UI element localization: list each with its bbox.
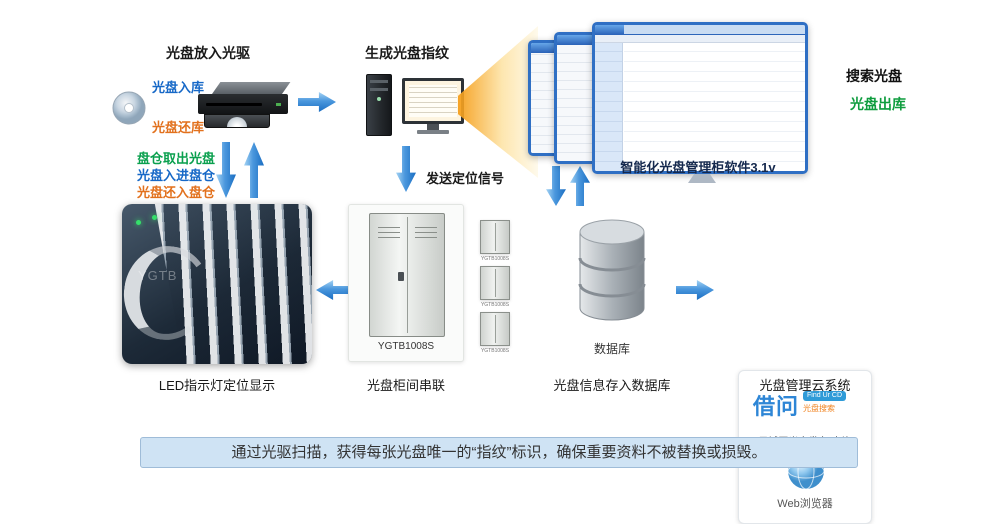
arrow-drive-to-computer [298,92,336,112]
mini-cabinet: YGTB1008S [472,266,518,308]
bin-action-labels: 盘仓取出光盘 光盘入进盘仓 光盘还入盘仓 [130,150,222,201]
cabinet-model-label: YGTB1008S [377,341,435,352]
disc-cabinet: YGTB1008S [348,204,464,362]
software-name-label: 智能化光盘管理柜软件3.1v [620,160,776,175]
computer-workstation [366,72,476,142]
led-photo: YGTB [122,204,312,364]
bin-out-label: 盘仓取出光盘 [136,151,215,166]
step1-title: 光盘放入光驱 [166,45,250,61]
bin-in-label: 光盘入进盘仓 [136,168,215,183]
step2-title: 生成光盘指纹 [365,45,449,61]
database-icon [578,219,646,321]
arrow-db-to-cloud [676,280,714,300]
disc-drive [198,82,291,128]
database-graphic [560,212,664,335]
web-browser-label: Web浏览器 [777,498,833,510]
disc-return-label: 光盘还库 [152,120,205,135]
projection-beam [458,26,538,178]
cloud-caption: 光盘管理云系统 [759,378,851,393]
arrow-computer-to-cabinet [396,146,416,192]
mini-cabinet: YGTB1008S [472,312,518,354]
monitor-stand [688,174,716,183]
arrow-led-to-drive-up [244,142,264,198]
computer-tower [366,74,392,136]
mini-cabinet-label: YGTB1008S [480,256,510,262]
monitor-front [592,22,808,174]
summary-banner: 通过光驱扫描，获得每张光盘唯一的“指纹”标识，确保重要资料不被替换或损毁。 [140,437,858,468]
disc-in-label: 光盘入库 [152,80,205,95]
cloud-sub-label: 光盘搜索 [803,404,836,414]
cd-icon [112,91,146,130]
computer-monitor [402,78,464,134]
mini-cabinet-label: YGTB1008S [480,348,510,354]
led-watermark: YGTB [138,268,178,283]
mini-cabinet-label: YGTB1008S [480,302,510,308]
search-disc-label: 搜索光盘 [846,68,902,84]
database-label: 数据库 [593,342,630,356]
led-caption: LED指示灯定位显示 [158,378,276,393]
mini-cabinet: YGTB1008S [472,220,518,262]
disc-out-label: 光盘出库 [850,96,906,112]
cabinet-caption: 光盘柜间串联 [366,378,445,393]
cloud-tag-badge: Find Ur CD [803,391,847,402]
cloud-brand-logo: 借问 [753,394,800,419]
database-caption: 光盘信息存入数据库 [553,378,671,393]
send-signal-label: 发送定位信号 [425,171,504,186]
bin-return-label: 光盘还入盘仓 [136,185,215,200]
arrow-monitor-to-db-down [546,166,566,206]
